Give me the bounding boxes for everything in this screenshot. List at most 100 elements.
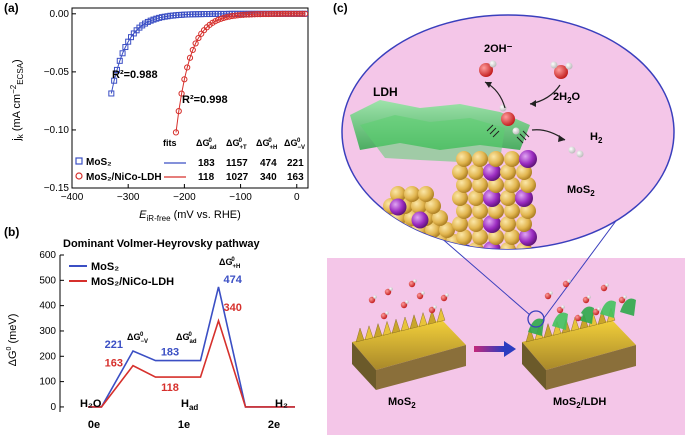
y-tick-label: 0.00 bbox=[50, 9, 70, 20]
s-atom bbox=[452, 164, 468, 180]
s-atom bbox=[404, 234, 420, 249]
water-hydrogen bbox=[623, 295, 627, 299]
data-label: 221 bbox=[105, 339, 123, 351]
table-cell: 474 bbox=[260, 158, 277, 169]
mos2-side-front bbox=[376, 345, 466, 390]
mos2-edge-spike bbox=[409, 314, 419, 330]
state-label-had: Had bbox=[181, 398, 198, 412]
data-label: 340 bbox=[224, 302, 242, 314]
adsorbed-water-hydrogen bbox=[499, 104, 507, 112]
data-point-circle bbox=[172, 129, 180, 136]
data-point-circle bbox=[189, 46, 196, 54]
water-oxygen bbox=[582, 296, 590, 304]
ldh-sheet bbox=[552, 312, 568, 330]
y-axis-label: jk (mA cm−2ECSA) bbox=[9, 59, 25, 141]
s-atom bbox=[472, 177, 488, 193]
reaction-molecules bbox=[479, 60, 584, 158]
mos2-edge-spike bbox=[427, 309, 437, 325]
x-tick-label: 2e bbox=[268, 419, 280, 431]
panel-a-legend: MoS₂ MoS₂/NiCo-LDH bbox=[75, 157, 162, 183]
water-hydrogen bbox=[549, 291, 553, 295]
data-point-square bbox=[108, 90, 115, 97]
water-oxygen bbox=[556, 306, 564, 314]
data-point-circle bbox=[181, 76, 188, 83]
chart-title: Dominant Volmer-Heyrovsky pathway bbox=[63, 238, 261, 250]
mos2-edge-spike bbox=[400, 316, 410, 332]
y-tick-label: 400 bbox=[39, 301, 56, 312]
water-hydrogen bbox=[605, 283, 609, 287]
mos2-block bbox=[352, 307, 466, 390]
s-atom bbox=[376, 234, 392, 249]
water-oxygen bbox=[592, 308, 600, 316]
s-atom bbox=[362, 234, 378, 249]
fits-table: fits ΔGad0 ΔG+T0 ΔG+H0 ΔG−V0 183 1157 47… bbox=[163, 138, 305, 183]
oh-oxygen bbox=[479, 63, 493, 77]
mo-atom bbox=[483, 189, 501, 207]
data-point-circle bbox=[214, 16, 222, 23]
x-tick-label: 0e bbox=[88, 419, 100, 431]
y-tick-label: 0 bbox=[50, 402, 56, 413]
water-oxygen bbox=[574, 314, 582, 322]
water-hydrogen bbox=[550, 61, 558, 69]
table-header-t: ΔG+T0 bbox=[226, 138, 247, 151]
legend-label-mos2: MoS₂ bbox=[86, 157, 112, 168]
transition-arrow-shaft bbox=[474, 346, 504, 352]
data-point-circle bbox=[220, 14, 227, 21]
state-label-h2o: H₂O bbox=[80, 398, 102, 410]
table-cell: 1157 bbox=[226, 158, 248, 169]
s-atom bbox=[456, 229, 472, 245]
legend-label-mos2-ldh: MoS₂/NiCo-LDH bbox=[86, 172, 162, 183]
table-cell: 1027 bbox=[226, 172, 249, 183]
panel-b-free-energy-diagram: (b) Dominant Volmer-Heyrovsky pathway 01… bbox=[4, 225, 295, 431]
data-point-circle bbox=[175, 108, 182, 115]
x-tick-label: 1e bbox=[178, 419, 190, 431]
mo-atom bbox=[483, 163, 501, 181]
mos2-edge-spike bbox=[373, 322, 383, 338]
water-hydrogen bbox=[561, 305, 565, 309]
water-oxygen bbox=[562, 280, 570, 288]
s-atom bbox=[472, 151, 488, 167]
s-atom bbox=[504, 151, 520, 167]
data-label: 118 bbox=[161, 382, 179, 394]
mos2-side-left bbox=[352, 342, 376, 390]
water-molecules bbox=[368, 279, 627, 322]
table-cell: 221 bbox=[287, 158, 304, 169]
water-hydrogen bbox=[565, 62, 573, 70]
table-cell: 183 bbox=[198, 158, 215, 169]
panel-a-data bbox=[108, 10, 308, 136]
data-point-square bbox=[116, 57, 123, 64]
mo-atom bbox=[391, 223, 409, 241]
s-atom bbox=[411, 198, 427, 214]
water-oxygen bbox=[408, 280, 416, 288]
water-hydrogen bbox=[389, 287, 393, 291]
ldh-sheet bbox=[600, 300, 616, 318]
adsorbed-water-oxygen bbox=[501, 112, 515, 126]
legend-marker-circle bbox=[75, 172, 83, 180]
mo-atom bbox=[483, 241, 501, 249]
mos2-edge-spike bbox=[543, 322, 553, 338]
water-hydrogen bbox=[433, 305, 437, 309]
ldh-sheet bbox=[578, 306, 594, 324]
mo-atom bbox=[519, 228, 537, 246]
r2-blue-annotation: R²=0.988 bbox=[112, 69, 158, 81]
mos2-edge-spike bbox=[355, 327, 365, 343]
water-hydrogen bbox=[567, 279, 571, 283]
step-label-heyrovsky: ΔG+H0 bbox=[219, 257, 240, 270]
x-tick-label: 0 bbox=[294, 192, 300, 203]
s-atom bbox=[456, 151, 472, 167]
data-point-circle bbox=[195, 34, 202, 42]
energy-path bbox=[88, 318, 295, 408]
table-cell: 163 bbox=[287, 172, 304, 183]
mos2-ldh-side-left bbox=[522, 342, 546, 390]
s-atom bbox=[383, 222, 399, 238]
s-atom bbox=[432, 210, 448, 226]
s-atom bbox=[516, 216, 532, 232]
s-atom bbox=[369, 222, 385, 238]
y-tick-label: −0.05 bbox=[44, 67, 70, 78]
mo-atom bbox=[389, 198, 407, 216]
water-oxygen bbox=[416, 292, 424, 300]
water-hydrogen bbox=[373, 295, 377, 299]
s-atom bbox=[439, 222, 455, 238]
